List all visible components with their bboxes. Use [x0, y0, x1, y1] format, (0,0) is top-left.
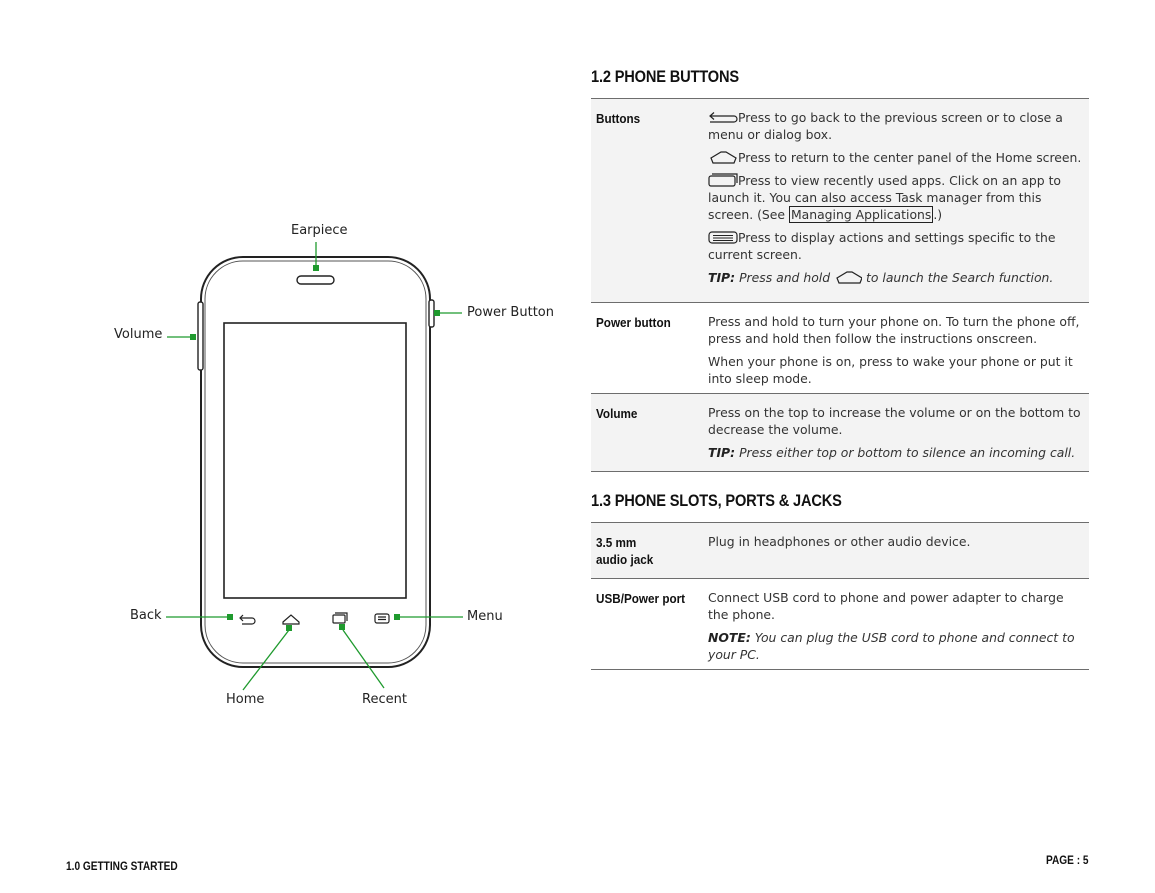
back-arrow-icon — [709, 112, 738, 123]
power-wake-description: When your phone is on, press to wake you… — [708, 354, 1073, 386]
recent-apps-icon — [708, 173, 738, 187]
phone-diagram: Earpiece Power Button Volume Back Menu H… — [114, 223, 554, 707]
phone-screen — [223, 322, 407, 599]
row-description: Press to go back to the previous screen … — [708, 99, 1089, 303]
table-row-audio-jack: 3.5 mm audio jack Plug in headphones or … — [591, 522, 1089, 579]
home-key-icon — [282, 614, 300, 625]
menu-button-description: Press to display actions and settings sp… — [708, 230, 1056, 262]
back-label: Back — [130, 608, 162, 623]
audio-jack-description: Plug in headphones or other audio device… — [708, 534, 971, 549]
phone-slots-table: 3.5 mm audio jack Plug in headphones or … — [591, 522, 1089, 670]
recent-button-description: Press to view recently used apps. Click … — [708, 173, 1062, 223]
power-key — [428, 299, 435, 328]
menu-key-icon — [374, 613, 390, 624]
phone-illustration — [166, 242, 463, 691]
power-button-label: Power Button — [467, 305, 554, 320]
section-title-phone-slots: 1.3 PHONE SLOTS, PORTS & JACKS — [591, 491, 842, 510]
menu-label: Menu — [467, 609, 503, 624]
earpiece-slot — [296, 275, 335, 285]
row-label: Power button — [596, 315, 671, 330]
row-description: Connect USB cord to phone and power adap… — [708, 579, 1089, 670]
recent-label: Recent — [362, 692, 407, 707]
row-label: 3.5 mm audio jack — [596, 535, 654, 567]
usb-note: NOTE: You can plug the USB cord to phone… — [708, 630, 1075, 662]
volume-tip: TIP: Press either top or bottom to silen… — [708, 445, 1076, 460]
page-number: PAGE : 5 — [1046, 855, 1089, 867]
usb-description: Connect USB cord to phone and power adap… — [708, 590, 1064, 622]
earpiece-label: Earpiece — [291, 223, 348, 238]
table-row-buttons: Buttons Press to go back to the previous… — [591, 98, 1089, 303]
menu-icon — [708, 231, 738, 244]
back-key-icon — [239, 614, 256, 625]
table-row-usb-power-port: USB/Power port Connect USB cord to phone… — [591, 579, 1089, 670]
row-description: Press and hold to turn your phone on. To… — [708, 303, 1089, 394]
table-row-volume: Volume Press on the top to increase the … — [591, 393, 1089, 472]
volume-description: Press on the top to increase the volume … — [708, 405, 1081, 437]
footer-section: 1.0 GETTING STARTED — [66, 861, 178, 873]
table-row-power-button: Power button Press and hold to turn your… — [591, 303, 1089, 394]
phone-body-inner — [204, 260, 427, 664]
recent-key-icon — [332, 612, 348, 624]
home-label: Home — [226, 692, 265, 707]
home-icon — [710, 151, 737, 164]
section-title-phone-buttons: 1.2 PHONE BUTTONS — [591, 67, 739, 86]
volume-label: Volume — [114, 327, 163, 342]
power-description: Press and hold to turn your phone on. To… — [708, 314, 1080, 346]
callout-lines — [166, 242, 463, 691]
buttons-tip: TIP: Press and hold to launch the Search… — [708, 270, 1054, 285]
row-label: Volume — [596, 406, 638, 421]
managing-applications-link[interactable]: Managing Applications — [788, 206, 934, 223]
row-label: USB/Power port — [596, 591, 686, 606]
phone-body-outer — [200, 256, 431, 668]
row-description: Plug in headphones or other audio device… — [708, 523, 1089, 579]
home-icon — [836, 271, 863, 284]
home-button-description: Press to return to the center panel of t… — [708, 149, 1083, 166]
phone-buttons-table: Buttons Press to go back to the previous… — [591, 98, 1089, 472]
back-button-description: Press to go back to the previous screen … — [708, 110, 1063, 142]
row-label: Buttons — [596, 111, 641, 126]
volume-rocker — [197, 301, 204, 371]
row-description: Press on the top to increase the volume … — [708, 394, 1089, 472]
